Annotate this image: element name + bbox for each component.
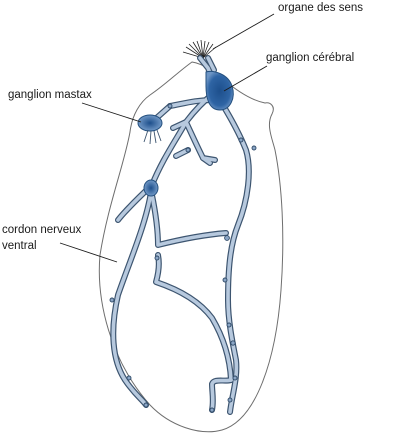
label-ventral-cord-line2: ventral — [2, 240, 37, 252]
nerve-cell-nuclei — [109, 103, 257, 413]
leader-lines — [59, 13, 275, 263]
label-ventral-cord-line1: cordon nerveux — [2, 224, 82, 236]
cerebral-ganglion — [205, 71, 234, 111]
mastax-ganglion — [137, 114, 163, 132]
label-sense-organ: organe des sens — [278, 2, 363, 14]
mastax-processes — [143, 129, 162, 145]
label-cerebral-ganglion: ganglion cérébral — [266, 52, 354, 64]
leader-ventral-cord — [59, 242, 118, 263]
leader-mastax-ganglion — [81, 102, 142, 123]
label-mastax-ganglion: ganglion mastax — [8, 89, 92, 101]
body-outline — [98, 61, 284, 433]
ventral-ganglion — [143, 179, 159, 197]
leader-sense-organ — [212, 13, 275, 50]
leader-cerebral-ganglion — [223, 65, 268, 92]
